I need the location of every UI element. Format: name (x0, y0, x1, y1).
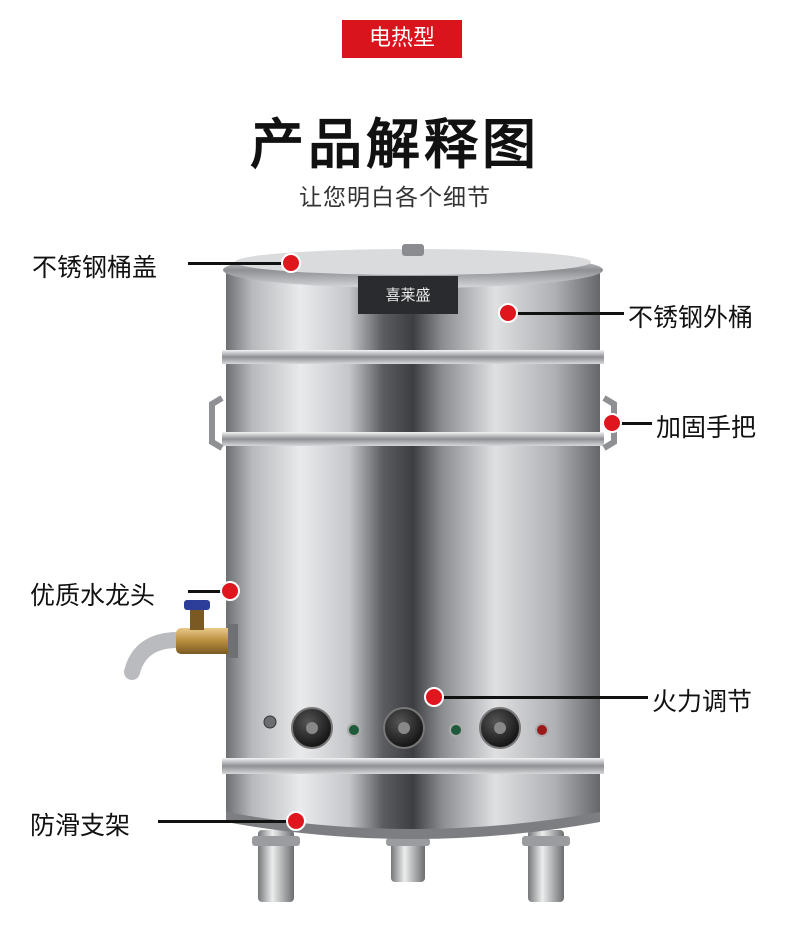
callout-handle-line (616, 422, 652, 425)
callout-feet-dot (286, 811, 306, 831)
faucet (124, 600, 238, 680)
lid (223, 244, 603, 288)
callout-lid-line (188, 262, 288, 265)
callout-lid: 不锈钢桶盖 (32, 253, 158, 282)
callout-lid-dot (281, 253, 301, 273)
anti-slip-feet (252, 830, 570, 902)
callout-feet-line (158, 820, 292, 823)
page-subtitle: 让您明白各个细节 (299, 185, 491, 211)
callout-outer-barrel-dot (498, 303, 518, 323)
callout-outer-barrel: 不锈钢外桶 (628, 303, 754, 332)
callout-heat-control-dot (424, 687, 444, 707)
callout-faucet-line (188, 590, 230, 593)
callout-heat-control-line (438, 696, 648, 699)
callout-handle-dot (602, 413, 622, 433)
callout-heat-control: 火力调节 (652, 687, 753, 716)
control-panel (263, 707, 549, 749)
page-title: 产品解释图 (250, 113, 540, 176)
callout-handle: 加固手把 (656, 413, 757, 442)
brand-text: 喜莱盛 (385, 286, 430, 304)
callout-faucet-dot (220, 581, 240, 601)
callout-outer-barrel-line (512, 312, 624, 315)
type-badge: 电热型 (342, 20, 462, 58)
callout-feet: 防滑支架 (30, 811, 131, 840)
callout-faucet: 优质水龙头 (30, 581, 156, 610)
